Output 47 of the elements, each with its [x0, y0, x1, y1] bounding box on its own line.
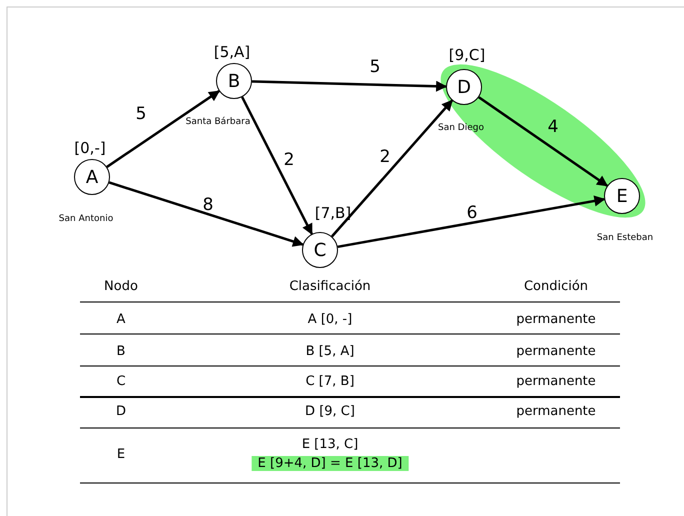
node-letter: C [314, 240, 326, 260]
node-circle [302, 232, 338, 268]
city-label: San Esteban [596, 233, 654, 243]
classification-text: C [7, B] [306, 374, 354, 389]
node-letter: A [86, 166, 98, 188]
highlighted-text: E [9+4, D] = E [13, D] [252, 456, 408, 471]
arrow [330, 100, 454, 238]
edge-label: 2 [284, 150, 294, 170]
node-name: B [116, 344, 126, 359]
node-circle [74, 159, 110, 195]
arrow [241, 96, 313, 235]
city-label: Santa Bárbara [186, 117, 250, 127]
distance-label: [9,C] [448, 46, 486, 64]
column-header: Clasificación [289, 279, 371, 294]
arrow [108, 181, 304, 247]
edge-label: 4 [548, 117, 558, 137]
arrow [106, 90, 220, 168]
node-name: D [116, 404, 126, 419]
column-header: Nodo [104, 279, 138, 294]
distance-label: [5,A] [214, 43, 250, 61]
arrow [338, 196, 606, 248]
city-label: San Diego [438, 123, 484, 133]
arrow [252, 80, 448, 92]
condition-text: permanente [516, 374, 596, 389]
classification-text: E [13, C] [302, 437, 358, 452]
node-name: A [116, 312, 126, 327]
edge-label: 5 [370, 57, 380, 77]
classification-text: D [9, C] [305, 404, 355, 419]
distance-label: [0,-] [74, 139, 106, 157]
condition-text: permanente [516, 312, 596, 327]
condition-text: permanente [516, 404, 596, 419]
column-header: Condición [524, 279, 588, 294]
edge-label: 6 [466, 203, 478, 223]
edge-label: 5 [136, 104, 146, 124]
node-circle [216, 63, 252, 99]
condition-text: permanente [516, 344, 596, 359]
edge-label: 2 [380, 147, 390, 167]
node-letter: D [457, 76, 471, 98]
classification-text: B [5, A] [306, 344, 354, 359]
edge-label: 8 [202, 195, 214, 215]
node-letter: E [616, 186, 628, 206]
node-name: C [116, 374, 126, 389]
classification-text: A [0, -] [308, 312, 352, 327]
node-letter: B [228, 70, 240, 92]
node-name: E [116, 447, 126, 462]
city-label: San Antonio [58, 214, 114, 224]
arrow [478, 96, 608, 187]
